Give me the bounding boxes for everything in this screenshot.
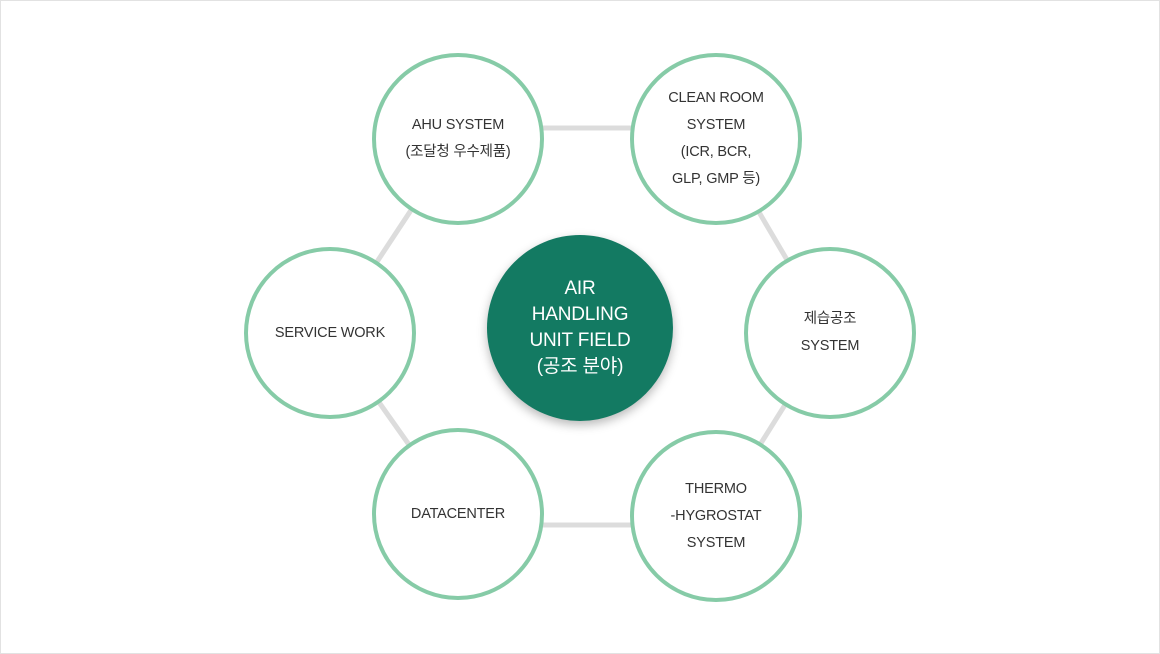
node-clean-room-system: CLEAN ROOM SYSTEM (ICR, BCR, GLP, GMP 등) (630, 53, 802, 225)
node-clean-room-line-2: SYSTEM (686, 117, 746, 133)
node-dehumidify-line-1: 제습공조 (803, 311, 857, 327)
node-thermo-hygrostat-system: THERMO -HYGROSTAT SYSTEM (630, 430, 802, 602)
center-line-4: (공조 분야) (536, 356, 624, 377)
center-node-air-handling-unit-field: AIR HANDLING UNIT FIELD (공조 분야) (487, 235, 673, 421)
node-dehumidify-line-2: SYSTEM (800, 338, 860, 354)
node-thermo-line-2: -HYGROSTAT (670, 507, 762, 524)
node-thermo-line-1: THERMO (685, 480, 747, 497)
node-thermo-line-3: SYSTEM (686, 534, 746, 551)
node-datacenter-line-1: DATACENTER (410, 505, 506, 522)
node-ahu-line-2: (조달청 우수제품) (405, 144, 511, 160)
node-clean-room-line-4: GLP, GMP 등) (672, 171, 760, 187)
node-datacenter: DATACENTER (372, 428, 544, 600)
node-ahu-system: AHU SYSTEM (조달청 우수제품) (372, 53, 544, 225)
center-line-2: HANDLING (531, 304, 629, 325)
node-dehumidify-system: 제습공조 SYSTEM (744, 247, 916, 419)
node-ahu-line-1: AHU SYSTEM (411, 117, 505, 133)
node-service-work: SERVICE WORK (244, 247, 416, 419)
center-line-3: UNIT FIELD (529, 330, 631, 351)
center-line-1: AIR (564, 278, 596, 299)
node-clean-room-line-3: (ICR, BCR, (680, 144, 752, 160)
node-service-line-1: SERVICE WORK (274, 324, 386, 341)
node-clean-room-line-1: CLEAN ROOM (668, 90, 764, 106)
